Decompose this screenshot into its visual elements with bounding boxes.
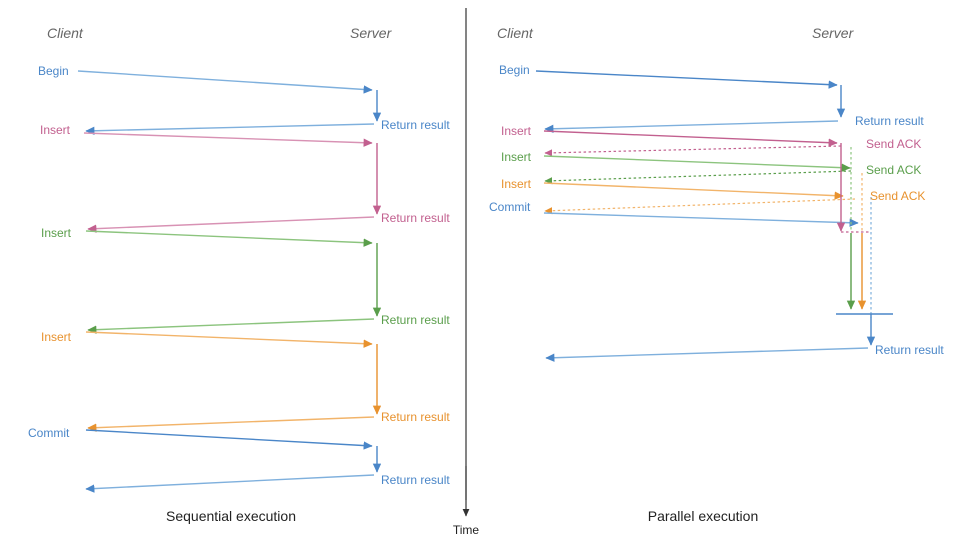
flow-commit-response: [85, 474, 375, 493]
flow-commit-request: [543, 212, 859, 227]
flow-insert1-request: [83, 132, 373, 147]
caption-sequential: Sequential execution: [166, 508, 296, 524]
client-label-insert-2: Insert: [41, 226, 72, 240]
flow-insert3-request: [543, 182, 844, 200]
client-label-insert-3: Insert: [501, 177, 532, 191]
client-label-insert-2: Insert: [501, 150, 532, 164]
time-axis-label: Time: [453, 523, 480, 537]
flow-insert3-request: [85, 331, 373, 348]
sequential-server-labels: Return result Return result Return resul…: [381, 118, 450, 487]
sequential-client-labels: Begin Insert Insert Insert Commit: [28, 64, 72, 440]
server-label-send-ack-3: Send ACK: [870, 189, 925, 203]
flow-insert1-response: [87, 216, 375, 233]
flow-insert1-ack: [544, 145, 842, 157]
server-label-return-result-2: Return result: [875, 343, 944, 357]
lane-header-server: Server: [350, 25, 393, 41]
client-label-begin: Begin: [499, 63, 530, 77]
flow-insert3-ack: [544, 198, 856, 215]
caption-parallel: Parallel execution: [648, 508, 759, 524]
client-label-commit: Commit: [489, 200, 531, 214]
server-label-return-result-5: Return result: [381, 473, 450, 487]
client-label-begin: Begin: [38, 64, 69, 78]
server-label-send-ack-2: Send ACK: [866, 163, 921, 177]
server-label-return-result-1: Return result: [855, 114, 924, 128]
flow-insert2-request: [85, 230, 373, 247]
lane-header-server: Server: [812, 25, 855, 41]
flow-insert3-response: [87, 416, 375, 432]
sequential-flow-group: [77, 70, 382, 493]
flow-commit-request: [85, 429, 373, 450]
flow-begin-response: [544, 120, 839, 133]
parallel-server-labels: Return result Send ACK Send ACK Send ACK…: [855, 114, 944, 357]
flow-commit-response: [545, 347, 869, 362]
client-label-commit: Commit: [28, 426, 70, 440]
panel-sequential: Client Server: [47, 25, 393, 41]
flow-insert2-request: [543, 155, 851, 172]
lane-header-client: Client: [497, 25, 534, 41]
flow-insert1-request: [543, 130, 838, 147]
flow-begin-request: [77, 70, 373, 94]
server-label-return-result-1: Return result: [381, 118, 450, 132]
parallel-flow-group: [535, 70, 893, 362]
flow-insert2-ack: [544, 170, 852, 185]
panel-parallel: Client Server: [497, 25, 855, 41]
flow-begin-request: [535, 70, 838, 89]
server-label-return-result-2: Return result: [381, 211, 450, 225]
client-label-insert-1: Insert: [40, 123, 71, 137]
flow-begin-response: [85, 123, 375, 135]
server-label-return-result-3: Return result: [381, 313, 450, 327]
client-label-insert-1: Insert: [501, 124, 532, 138]
lane-header-client: Client: [47, 25, 84, 41]
server-label-send-ack-1: Send ACK: [866, 137, 921, 151]
flow-insert2-response: [87, 318, 375, 334]
server-label-return-result-4: Return result: [381, 410, 450, 424]
parallel-client-labels: Begin Insert Insert Insert Commit: [489, 63, 532, 214]
client-label-insert-3: Insert: [41, 330, 72, 344]
